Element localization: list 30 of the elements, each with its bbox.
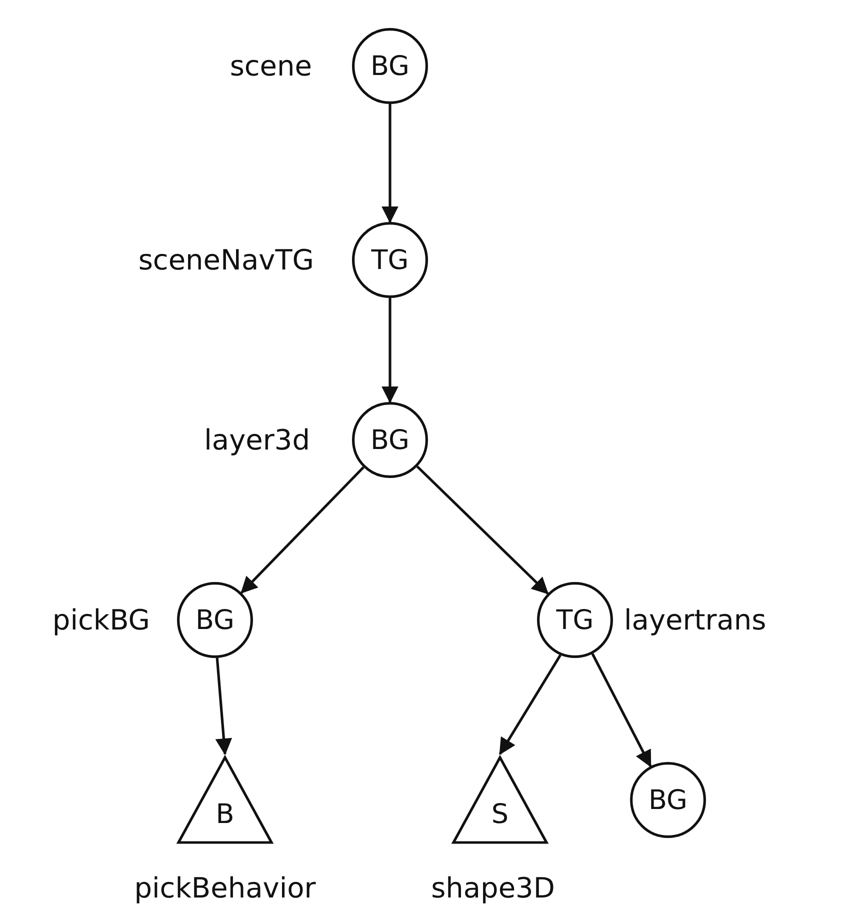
arrow (382, 298, 398, 404)
circle-node (352, 402, 428, 478)
arrow (382, 104, 398, 224)
triangle-node (452, 756, 548, 844)
arrow (215, 658, 232, 756)
node-name: pickBG (52, 604, 150, 636)
node-name: layertrans (624, 604, 766, 636)
node-label: BG (648, 784, 688, 816)
arrow (591, 653, 652, 768)
triangle-node (177, 756, 273, 844)
node-label: TG (371, 244, 409, 276)
node-name: shape3D (431, 872, 555, 904)
node-name: pickBehavior (134, 872, 316, 904)
node-label: S (491, 798, 509, 830)
node-label: TG (556, 604, 594, 636)
arrow (416, 466, 549, 594)
arrow (240, 466, 364, 594)
circle-node (630, 762, 706, 838)
circle-node (352, 28, 428, 104)
node-label: BG (370, 424, 410, 456)
node-label: B (216, 798, 234, 830)
circle-node (177, 582, 253, 658)
arrow (498, 654, 562, 756)
node-label: BG (370, 50, 410, 82)
circle-node (537, 582, 613, 658)
node-name: layer3d (204, 424, 310, 456)
node-name: sceneNavTG (138, 244, 314, 276)
circle-node (352, 222, 428, 298)
node-label: BG (196, 604, 234, 636)
node-name: scene (230, 50, 312, 82)
